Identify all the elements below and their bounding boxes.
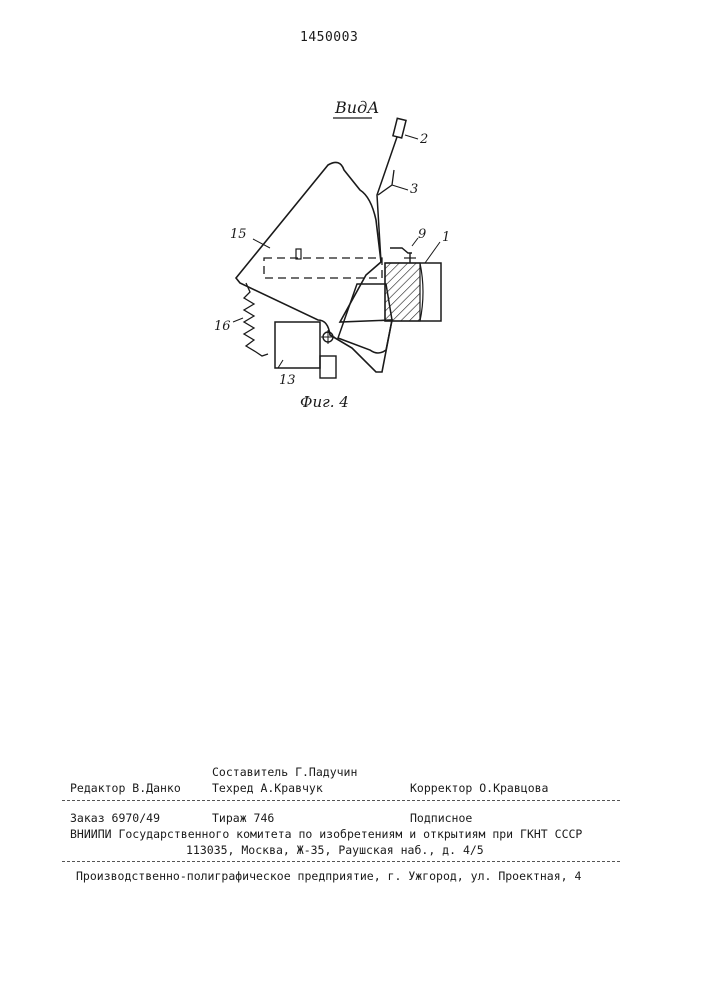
address-line: 113035, Москва, Ж-35, Раушская наб., д. … bbox=[186, 843, 484, 857]
subscription-line: Подписное bbox=[410, 811, 472, 825]
corrector-line: Корректор О.Кравцова bbox=[410, 781, 548, 795]
editor-line: Редактор В.Данко bbox=[70, 781, 181, 795]
printer-line: Производственно-полиграфическое предприя… bbox=[76, 869, 581, 883]
vniipi-line: ВНИИПИ Государственного комитета по изоб… bbox=[70, 827, 582, 841]
compiler-line: Составитель Г.Падучин bbox=[212, 765, 357, 779]
divider-2 bbox=[62, 861, 620, 862]
order-line: Заказ 6970/49 bbox=[70, 811, 160, 825]
techred-line: Техред А.Кравчук bbox=[212, 781, 323, 795]
circulation-line: Тираж 746 bbox=[212, 811, 274, 825]
divider-1 bbox=[62, 800, 620, 801]
